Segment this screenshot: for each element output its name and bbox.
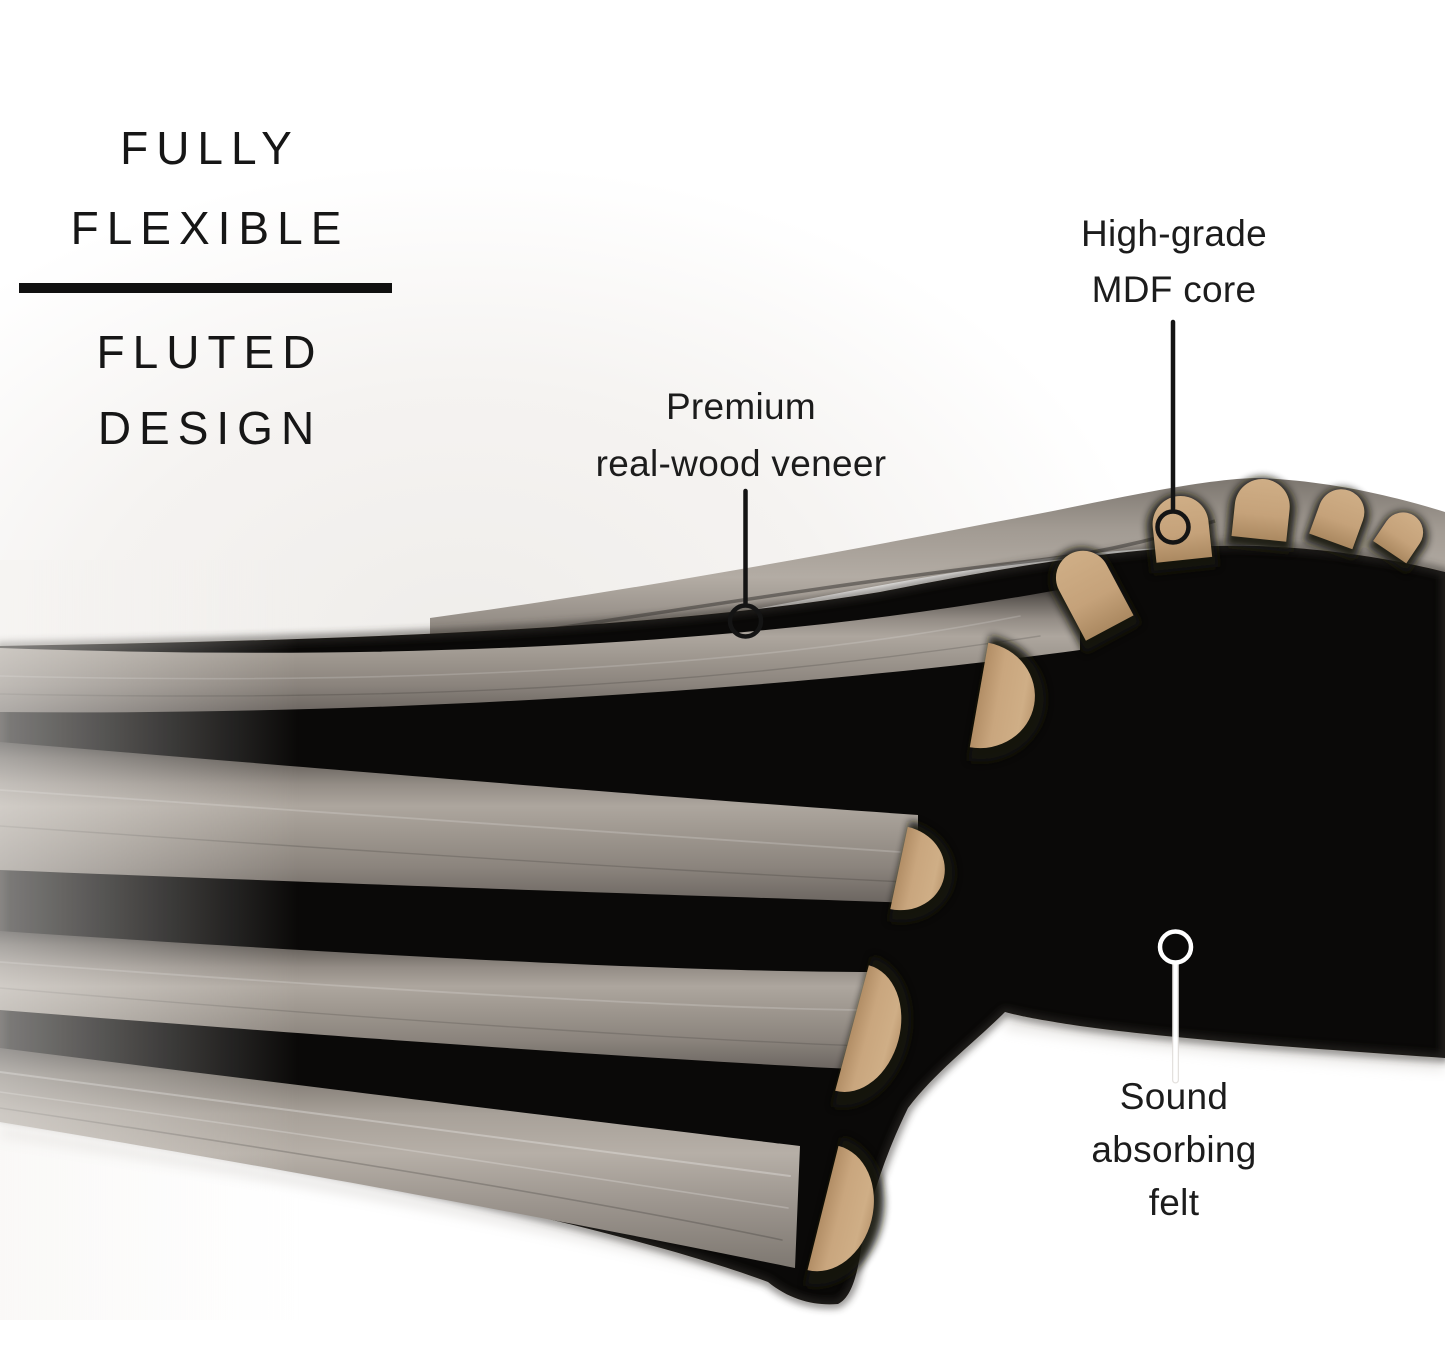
headline-line-design: DESIGN xyxy=(97,402,323,454)
mdf-core-cap xyxy=(1309,489,1365,550)
callout-marker-felt-icon xyxy=(1157,929,1194,965)
callout-felt-line1: Sound xyxy=(1119,1076,1229,1117)
callout-label-veneer: Premium real-wood veneer xyxy=(491,378,991,492)
headline-upper: FULLY FLEXIBLE xyxy=(0,108,412,268)
callout-felt-line3: felt xyxy=(1148,1182,1200,1223)
callout-leaders xyxy=(727,319,1194,1084)
floor-shadow-right xyxy=(1004,1015,1445,1071)
mdf-core-cap xyxy=(1373,512,1424,564)
headline-lower: FLUTED DESIGN xyxy=(0,314,412,466)
headline-line-fully: FULLY xyxy=(120,122,300,174)
callout-mdf-line1: High-grade xyxy=(1080,213,1268,254)
callout-felt-line2: absorbing xyxy=(1091,1129,1257,1170)
mdf-core-cap xyxy=(807,1145,874,1272)
callout-label-mdf: High-grade MDF core xyxy=(924,206,1424,318)
callout-marker-mdf-icon xyxy=(1155,509,1191,545)
headline-line-flexible: FLEXIBLE xyxy=(70,202,350,254)
callout-veneer-line2: real-wood veneer xyxy=(595,443,887,484)
mdf-core-cap xyxy=(835,965,902,1093)
depth-haze xyxy=(0,560,300,1320)
headline-line-fluted: FLUTED xyxy=(96,326,324,378)
mdf-core-cap xyxy=(969,642,1035,749)
mdf-core-cap xyxy=(1231,479,1290,542)
mdf-core-cap xyxy=(890,826,945,911)
headline-divider xyxy=(19,283,392,293)
callout-mdf-line2: MDF core xyxy=(1091,269,1257,310)
mdf-core-cap xyxy=(1055,550,1134,641)
callout-label-felt: Sound absorbing felt xyxy=(924,1070,1424,1229)
callout-veneer-line1: Premium xyxy=(665,386,817,427)
callout-marker-veneer-icon xyxy=(727,603,764,639)
